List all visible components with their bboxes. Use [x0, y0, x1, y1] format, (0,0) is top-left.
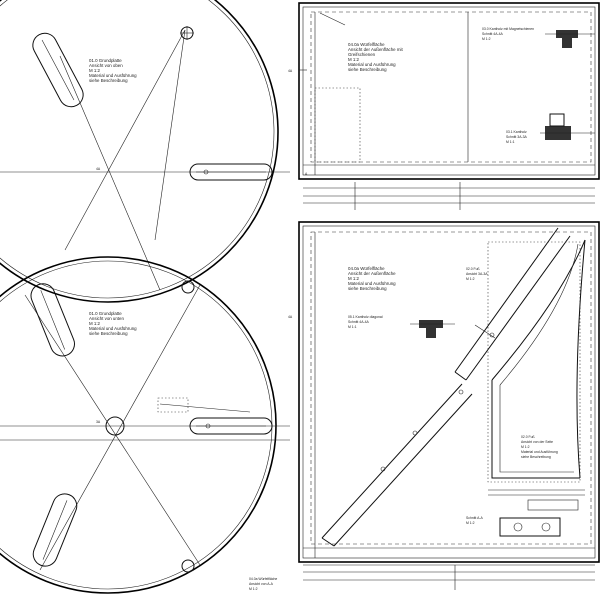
- upper-rail: [454, 227, 571, 381]
- section-magnet-note-3: M 1:2: [482, 37, 491, 41]
- foot-side-note-4: Material und Ausführung: [521, 450, 558, 454]
- slot-right: [189, 163, 273, 181]
- center-bore: [105, 416, 125, 436]
- slot-bottom-right: [189, 417, 273, 435]
- slot-upper-left: [32, 32, 84, 108]
- diagonal-batten: [321, 383, 473, 547]
- panel-outline-bottom: [298, 221, 600, 563]
- plate-diagonal-c: [154, 29, 186, 241]
- foot-top-note-1: 02.0 Fuß: [466, 267, 480, 271]
- plate-bottom-diagonal-a: [24, 294, 201, 566]
- foot-side-note-2: Ansicht von der Seite: [521, 440, 553, 444]
- axis-label-a: 4A: [96, 167, 101, 171]
- section-magnet-note-1: 03.0 Kantholz mit Magnetschienen: [482, 27, 534, 31]
- plate-diagonal-a: [59, 55, 161, 291]
- foot-top-note-2: Ansicht 3A-3A: [466, 272, 488, 276]
- base-plate-top-view: 01.0 Grundplatte Ansicht von oben M 1:2 …: [0, 0, 290, 303]
- axis-label-c: A: [305, 172, 308, 176]
- cube-face-bottom-panel: 4A: [288, 221, 600, 590]
- axis-label-b: 3A: [96, 420, 101, 424]
- foot-detail-bottom: [499, 517, 561, 537]
- section-kantholz-note-2: Schnitt 3A-3A: [506, 135, 527, 139]
- detail-a-note-1: Schnitt A-A: [466, 516, 484, 520]
- section-kantholz-note-3: M 1:1: [506, 140, 515, 144]
- foot-side-view: [487, 239, 586, 511]
- plate-top-note-3: M 1:2: [89, 68, 101, 73]
- plate-bottom-note-4: Material und Ausführung: [89, 326, 137, 331]
- foot-top-note-3: M 1:2: [466, 277, 475, 281]
- panel-outline: [298, 2, 600, 180]
- cube-face-top-note-3: Greifschienen: [348, 52, 376, 57]
- cube-face-mid-note-1: 04.0a Würfelfläche: [348, 266, 385, 271]
- svg-text:4A: 4A: [288, 69, 293, 73]
- plate-bottom-note-5: siehe Beschreibung: [89, 331, 128, 336]
- cube-face-bottom-title: 04.0a Würfelfläche Ansicht von A-A M 1:2: [249, 577, 277, 591]
- panel-dashed-inner: [310, 11, 592, 163]
- section-detail-kantholz: 03.1 Kantholz Schnitt 3A-3A M 1:1: [506, 113, 595, 144]
- plate-bottom-note-2: Ansicht von unten: [89, 316, 124, 321]
- cube-face-mid-note-4: Material und Ausführung: [348, 281, 396, 286]
- plate-bottom-note-3: M 1:2: [89, 321, 101, 326]
- cube-face-bottom-note-1: 04.0a Würfelfläche: [249, 577, 277, 581]
- cube-face-top-note-4: M 1:2: [348, 57, 360, 62]
- plate-outline: [0, 0, 279, 303]
- base-plate-bottom-view: 01.0 Grundplatte Ansicht von unten M 1:2…: [0, 256, 290, 594]
- cube-face-top-note-1: 04.0a Würfelfläche: [348, 42, 385, 47]
- plate-top-note-5: siehe Beschreibung: [89, 78, 128, 83]
- section-magnet-note-2: Schnitt 4A-4A: [482, 32, 503, 36]
- section-kantholz-mid-note-3: M 1:1: [348, 325, 357, 329]
- plate-bottom-diagonal-b: [39, 284, 201, 571]
- section-detail-mid: 05.1 Kantholz diagonal Schnitt 4A-4A M 1…: [348, 315, 455, 338]
- section-detail-magnet: 03.0 Kantholz mit Magnetschienen Schnitt…: [482, 27, 595, 48]
- foot-side-note-1: 02.0 Fuß: [521, 435, 535, 439]
- plate-diagonal-b: [64, 29, 186, 251]
- section-kantholz-mid-note-2: Schnitt 4A-4A: [348, 320, 369, 324]
- section-kantholz-mid-note-1: 05.1 Kantholz diagonal: [348, 315, 383, 319]
- cube-face-bottom-note-3: M 1:2: [249, 587, 258, 591]
- foot-side-note-5: siehe Beschreibung: [521, 455, 551, 459]
- grip-rail-outline: [314, 87, 361, 163]
- cube-face-mid-note-5: siehe Beschreibung: [348, 286, 387, 291]
- plate-bottom-note-1: 01.0 Grundplatte: [89, 311, 122, 316]
- plate-inner-outline: [0, 0, 275, 299]
- cube-face-bottom-note-2: Ansicht von A-A: [249, 582, 274, 586]
- cube-face-top-note-5: Material und Ausführung: [348, 62, 396, 67]
- svg-text:4A: 4A: [288, 315, 293, 319]
- plate-outline-bottom: [0, 256, 277, 594]
- panel-dashed-inner-bottom: [310, 231, 592, 545]
- plate-top-note-4: Material und Ausführung: [89, 73, 137, 78]
- cube-face-mid-note-2: Ansicht der Außenfläche: [348, 271, 396, 276]
- foot-side-note-3: M 1:2: [521, 445, 530, 449]
- section-kantholz-note-1: 03.1 Kantholz: [506, 130, 527, 134]
- plate-top-note-1: 01.0 Grundplatte: [89, 58, 122, 63]
- cube-face-top-note-2: Ansicht der Außenfläche mit: [348, 47, 403, 52]
- slot-bottom-lower-left: [32, 493, 78, 567]
- detail-a-note-2: M 1:2: [466, 521, 475, 525]
- cube-face-mid-note-3: M 1:2: [348, 276, 360, 281]
- slot-bottom-upper-left: [30, 283, 75, 357]
- cube-face-top-panel: 4A 04.0a Würfelfläche Ansicht der Außenf…: [288, 2, 600, 210]
- plate-top-note-2: Ansicht von oben: [89, 63, 123, 68]
- cube-face-top-note-6: siehe Beschreibung: [348, 67, 387, 72]
- slot-upper-right: [180, 26, 194, 40]
